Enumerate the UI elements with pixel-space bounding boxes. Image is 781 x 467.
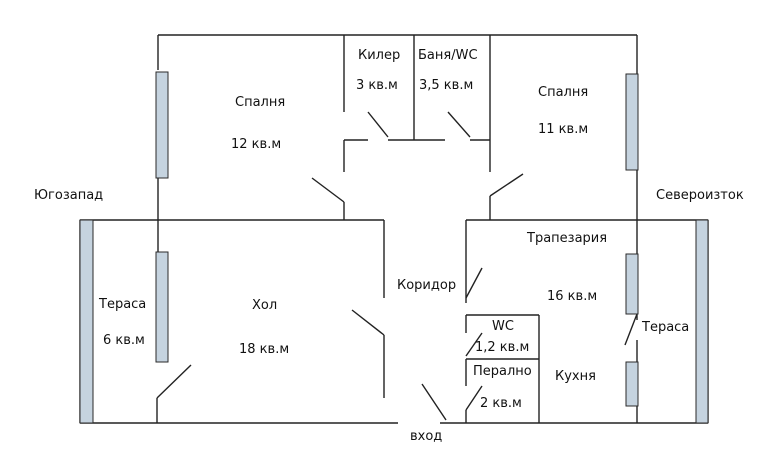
bedroom-right-area: 11 кв.м [538,122,588,137]
laundry-area: 2 кв.м [480,396,522,411]
kitchen-name: Кухня [555,369,596,384]
terrace-right-name: Тераса [641,320,689,335]
pantry-area: 3 кв.м [356,78,398,93]
dining-name: Трапезария [526,231,607,246]
living-name: Хол [252,298,277,313]
terrace-left-name: Тераса [98,297,146,312]
windows [79,71,709,424]
pantry-name: Килер [358,48,400,63]
corridor-name: Коридор [397,278,456,293]
wc-name: WC [492,319,514,334]
bedroom-right-name: Спалня [538,85,588,100]
window-bedroom-right [625,73,639,171]
dining-area: 16 кв.м [547,289,597,304]
bedroom-left-area: 12 кв.м [231,137,281,152]
direction-southwest-label: Югозапад [34,188,103,203]
window-dining [625,253,639,315]
window-kitchen [625,361,639,407]
window-terrace-right [695,219,709,424]
bedroom-left-name: Спалня [235,95,285,110]
labels: Югозапад Североизток Спалня 12 кв.м Киле… [34,48,744,444]
bathroom-area: 3,5 кв.м [419,78,473,93]
bathroom-name: Баня/WC [418,48,478,63]
direction-northeast-label: Североизток [656,188,744,203]
walls [79,34,709,424]
entrance-label: вход [410,429,442,444]
wc-area: 1,2 кв.м [475,340,529,355]
terrace-left-area: 6 кв.м [103,333,145,348]
laundry-name: Перално [473,364,532,379]
window-bedroom-left [155,71,169,179]
window-terrace-left [79,219,94,424]
living-area: 18 кв.м [239,342,289,357]
window-living [155,251,169,363]
